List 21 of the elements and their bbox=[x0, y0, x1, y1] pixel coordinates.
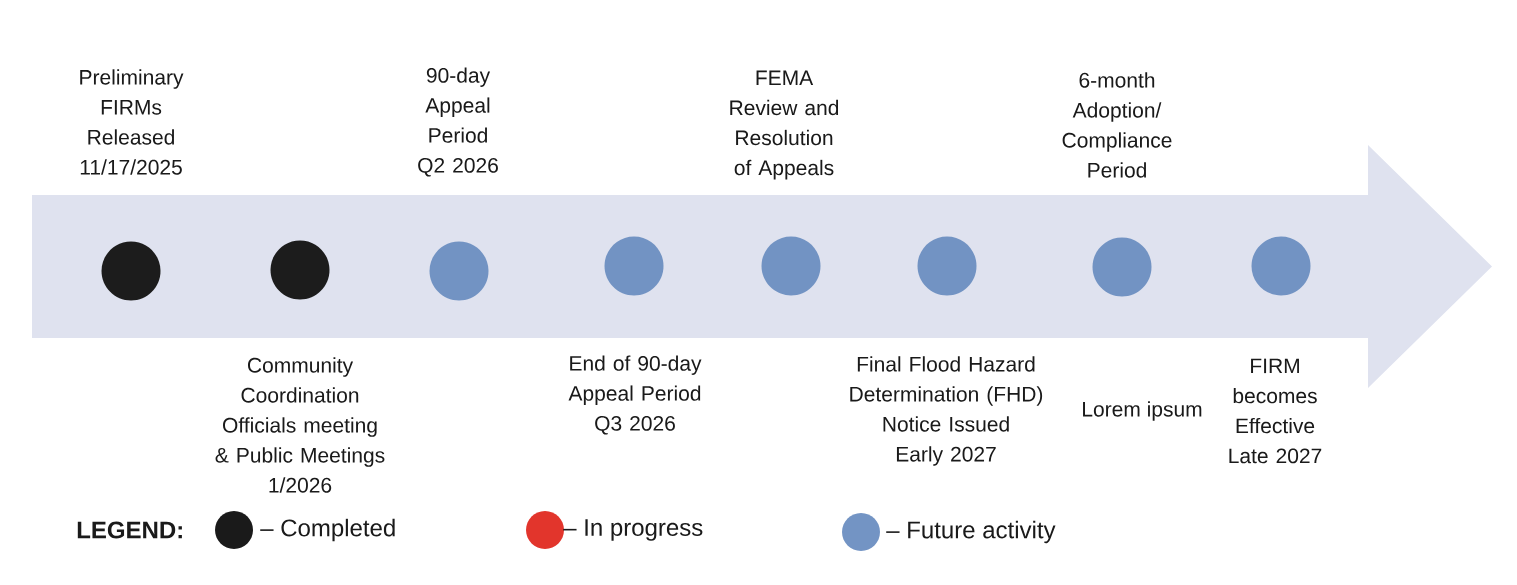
milestone-label: FEMA Review and Resolution of Appeals bbox=[730, 70, 839, 180]
milestone-label: Final Flood Hazard Determination (FHD) Notice Issued Early 2027 bbox=[850, 356, 1043, 466]
milestone-label: 6-month Adoption/ Compliance Period bbox=[1062, 72, 1172, 178]
legend-text: – Future activity bbox=[886, 520, 1056, 544]
status-dot bbox=[270, 240, 330, 300]
note-text: Lorem ipsum bbox=[1083, 401, 1202, 421]
status-dot bbox=[429, 241, 489, 301]
status-dot bbox=[101, 241, 161, 301]
milestone-label: 90-day Appeal Period Q2 2026 bbox=[418, 67, 498, 177]
legend-text: – In progress bbox=[563, 519, 703, 541]
status-dot bbox=[917, 236, 977, 296]
milestone-label: End of 90-day Appeal Period Q3 2026 bbox=[568, 355, 702, 435]
status-dot bbox=[1092, 237, 1152, 297]
legend-text: – Completed bbox=[260, 518, 395, 542]
status-dot bbox=[604, 236, 664, 296]
milestone-label: Community Coordination Officials meeting & Public Meetings 1/2026 bbox=[215, 357, 385, 493]
milestone-label: FIRM becomes Effective Late 2027 bbox=[1229, 358, 1322, 464]
milestone-label: Preliminary FIRMs Released 11/17/2025 bbox=[80, 69, 184, 175]
legend-heading: LEGEND: bbox=[77, 521, 182, 539]
status-dot bbox=[761, 236, 821, 296]
status-dot bbox=[1251, 236, 1311, 296]
